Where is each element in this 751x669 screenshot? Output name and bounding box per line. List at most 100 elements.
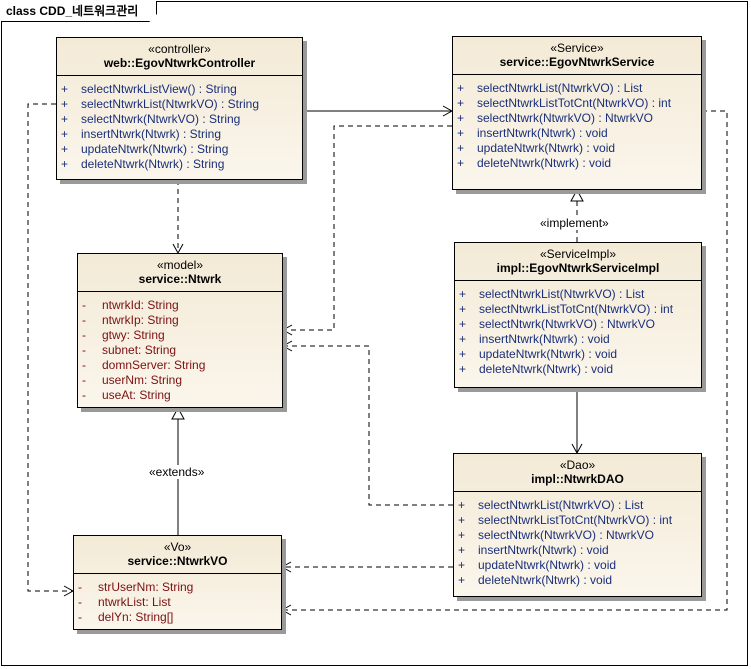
class-header: «controller» web::EgovNtwrkController <box>57 38 302 76</box>
attribute-row: -gtwy: String <box>82 328 278 343</box>
visibility: - <box>78 595 82 609</box>
attribute: ntwrkId: String <box>102 298 179 312</box>
frame-title: class CDD_네트워크관리 <box>1 1 157 22</box>
visibility: + <box>459 332 467 346</box>
operation: updateNtwrk(Ntwrk) : void <box>477 141 616 155</box>
operation-row: + selectNtwrk(NtwrkVO) : NtwrkVO <box>457 111 697 126</box>
operation: selectNtwrkListTotCnt(NtwrkVO) : int <box>478 513 673 527</box>
visibility: + <box>458 573 466 587</box>
stereotype: «ServiceImpl» <box>539 247 617 261</box>
visibility: + <box>459 302 467 316</box>
operation: updateNtwrk(Ntwrk) : void <box>478 558 617 572</box>
class-name: service::NtwrkVO <box>127 554 228 568</box>
operation-row: +insertNtwrk(Ntwrk) : void <box>458 543 697 558</box>
operation-row: +updateNtwrk(Ntwrk) : void <box>459 347 697 362</box>
operation: updateNtwrk(Ntwrk) : String <box>81 142 229 156</box>
attribute: domnServer: String <box>102 358 206 372</box>
operation: insertNtwrk(Ntwrk) : void <box>479 332 610 346</box>
visibility: + <box>459 287 467 301</box>
member-list: -strUserNm: String - ntwrkList: List - del… <box>74 574 281 625</box>
visibility: + <box>458 558 466 572</box>
attribute-row: - useAt: String <box>82 388 278 403</box>
attribute: delYn: String[] <box>98 610 174 624</box>
operation: deleteNtwrk(Ntwrk) : void <box>478 573 613 587</box>
operation: deleteNtwrk(Ntwrk) : void <box>477 156 612 170</box>
operation-row: + selectNtwrkList(NtwrkVO) : List <box>459 287 697 302</box>
operation-row: +deleteNtwrk(Ntwrk) : void <box>457 156 697 171</box>
operation-row: +selectNtwrkList(NtwrkVO) : List <box>458 498 697 513</box>
attribute: subnet: String <box>102 343 177 357</box>
edge-service-to-model <box>281 125 452 336</box>
attribute-row: - ntwrkIp: String <box>82 313 278 328</box>
class-controller[interactable]: «controller» web::EgovNtwrkController +s… <box>56 37 303 180</box>
class-header: «Dao» impl::NtwrkDAO <box>454 454 701 492</box>
visibility: - <box>78 610 82 624</box>
operation: insertNtwrk(Ntwrk) : String <box>81 127 222 141</box>
visibility: + <box>61 97 69 111</box>
operation-row: + insertNtwrk(Ntwrk) : void <box>459 332 697 347</box>
visibility: + <box>457 126 465 140</box>
stereotype: «Dao» <box>559 458 596 472</box>
visibility: + <box>61 157 69 171</box>
class-header: «ServiceImpl» impl::EgovNtwrkServiceImpl <box>455 243 701 281</box>
class-name: web::EgovNtwrkController <box>103 56 256 70</box>
operation: selectNtwrkListView() : String <box>81 82 237 96</box>
visibility: - <box>82 313 86 327</box>
attribute: strUserNm: String <box>98 580 194 594</box>
visibility: + <box>459 362 467 376</box>
visibility: - <box>82 358 86 372</box>
attribute: userNm: String <box>102 373 183 387</box>
visibility: + <box>457 81 465 95</box>
visibility: + <box>457 141 465 155</box>
attribute: ntwrkList: List <box>98 595 171 609</box>
operation: selectNtwrkList(NtwrkVO) : List <box>479 287 645 301</box>
implement-label: «implement» <box>538 216 611 230</box>
class-service[interactable]: «Service» service::EgovNtwrkService +sel… <box>452 36 702 190</box>
class-header: «Service» service::EgovNtwrkService <box>453 37 701 75</box>
class-vo[interactable]: «Vo» service::NtwrkVO -strUserNm: String… <box>73 535 282 630</box>
operation-row: +selectNtwrkListTotCnt(NtwrkVO) : int <box>459 302 697 317</box>
operation-row: +selectNtwrkListTotCnt(NtwrkVO) : int <box>457 96 697 111</box>
operation-row: +deleteNtwrk(Ntwrk) : void <box>459 362 697 377</box>
visibility: - <box>82 388 86 402</box>
edge-dao-to-model <box>281 340 453 506</box>
attribute: ntwrkIp: String <box>102 313 179 327</box>
attribute-row: - delYn: String[] <box>78 610 277 625</box>
class-name: service::Ntwrk <box>138 272 222 286</box>
operation-row: + selectNtwrkListView() : String <box>61 82 298 97</box>
attribute: useAt: String <box>102 388 171 402</box>
class-service-impl[interactable]: «ServiceImpl» impl::EgovNtwrkServiceImpl… <box>454 242 702 388</box>
operation-row: +selectNtwrk(NtwrkVO) : NtwrkVO <box>459 317 697 332</box>
operation: selectNtwrkList(NtwrkVO) : List <box>477 81 643 95</box>
visibility: - <box>82 343 86 357</box>
class-name: service::EgovNtwrkService <box>499 55 655 69</box>
class-model[interactable]: «model» service::Ntwrk -ntwrkId: String … <box>77 253 283 408</box>
operation-row: +deleteNtwrk(Ntwrk) : String <box>61 157 298 172</box>
stereotype: «Vo» <box>163 540 192 554</box>
operation: selectNtwrk(NtwrkVO) : NtwrkVO <box>478 528 655 542</box>
operation: selectNtwrkList(NtwrkVO) : String <box>81 97 260 111</box>
attribute-row: - ntwrkList: List <box>78 595 277 610</box>
operation-row: +selectNtwrkListTotCnt(NtwrkVO) : int <box>458 513 697 528</box>
stereotype: «Service» <box>550 41 604 55</box>
attribute-row: -ntwrkId: String <box>82 298 278 313</box>
visibility: + <box>458 498 466 512</box>
operation: selectNtwrk(NtwrkVO) : NtwrkVO <box>477 111 654 125</box>
operation-row: + updateNtwrk(Ntwrk) : void <box>458 558 697 573</box>
operation-row: +updateNtwrk(Ntwrk) : String <box>61 142 298 157</box>
visibility: + <box>61 82 69 96</box>
operation: selectNtwrkListTotCnt(NtwrkVO) : int <box>477 96 672 110</box>
class-dao[interactable]: «Dao» impl::NtwrkDAO +selectNtwrkList(Nt… <box>453 453 702 597</box>
visibility: + <box>61 112 69 126</box>
attribute-row: - userNm: String <box>82 373 278 388</box>
visibility: - <box>82 373 86 387</box>
attribute-row: -strUserNm: String <box>78 580 277 595</box>
operation: updateNtwrk(Ntwrk) : void <box>479 347 618 361</box>
class-header: «model» service::Ntwrk <box>78 254 282 292</box>
operation-row: +selectNtwrk(NtwrkVO) : String <box>61 112 298 127</box>
visibility: + <box>457 111 465 125</box>
member-list: +selectNtwrkList(NtwrkVO) : List +select… <box>453 75 701 171</box>
stereotype: «controller» <box>148 42 211 56</box>
operation: insertNtwrk(Ntwrk) : void <box>477 126 608 140</box>
